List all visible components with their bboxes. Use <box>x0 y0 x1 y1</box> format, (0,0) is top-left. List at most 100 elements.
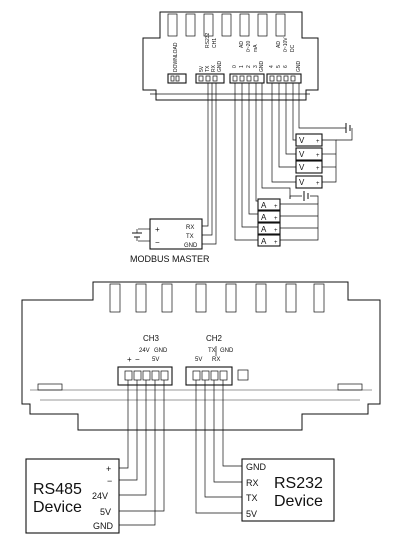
rs485-pin-gnd: GND <box>93 521 114 531</box>
ammeter-1: A + <box>257 198 281 211</box>
svg-text:V: V <box>299 178 305 187</box>
svg-text:V: V <box>299 163 305 172</box>
svg-text:TX: TX <box>208 348 216 354</box>
svg-text:+: + <box>127 355 132 364</box>
svg-text:+: + <box>316 181 320 187</box>
svg-text:A: A <box>261 225 267 234</box>
mount-tab-right <box>337 383 363 391</box>
analog-v-connector <box>266 73 302 84</box>
ammeter-2: A + <box>257 210 281 223</box>
battery-v-icon <box>345 123 351 133</box>
label-ma-3: 3 <box>253 65 259 68</box>
label-v-4: 4 <box>269 65 275 68</box>
bottom-controller: CH3 CH2 + − 24V GND 5V 5V TX GND RX <box>21 281 381 431</box>
rs232-wires <box>195 380 242 514</box>
ch3-connector <box>117 366 173 386</box>
ch3-pin-labels: + − 24V GND 5V <box>127 348 168 364</box>
download-port <box>167 73 187 84</box>
svg-text:A: A <box>261 201 267 210</box>
rs485-pin-plus: + <box>106 464 111 474</box>
voltmeter-group: V + V + V + V + <box>295 123 353 189</box>
voltmeter-3: V + <box>295 160 323 174</box>
master-wires <box>202 83 217 245</box>
label-5v: 5V <box>199 65 205 72</box>
label-0-10v: 0~10V <box>283 37 289 52</box>
master-battery-icon <box>132 229 142 241</box>
modbus-master: + − RX TX GND MODBUS MASTER <box>130 218 210 264</box>
ammeter-3: A + <box>257 222 281 235</box>
label-0-20: 0~20 <box>246 41 252 52</box>
rs232-pin-gnd: GND <box>246 462 267 472</box>
master-pin-rx: RX <box>186 225 194 231</box>
rs485-device: RS485 Device + − 24V 5V GND <box>25 458 120 534</box>
ch2-connector <box>185 366 233 386</box>
svg-text:A: A <box>261 213 267 222</box>
label-dc: DC <box>290 44 296 52</box>
analog-ma-connector <box>229 73 265 84</box>
label-ma-gnd: GND <box>259 61 265 73</box>
ch2-pin-labels: 5V TX GND RX <box>195 346 234 363</box>
svg-text:+: + <box>316 139 320 145</box>
bottom-cooling-fins <box>109 283 325 313</box>
battery-a-icon <box>303 191 309 201</box>
svg-text:GND: GND <box>154 348 168 354</box>
svg-text:+: + <box>316 166 320 172</box>
ma-wires <box>234 83 291 241</box>
label-v-gnd: GND <box>296 61 302 73</box>
label-gnd: GND <box>217 61 223 73</box>
svg-text:+: + <box>274 216 278 222</box>
label-download: DOWNLOAD <box>173 42 179 72</box>
svg-text:+: + <box>274 228 278 234</box>
master-title: MODBUS MASTER <box>130 254 210 264</box>
svg-text:GND: GND <box>220 348 234 354</box>
v-wires <box>271 83 346 183</box>
svg-text:5V: 5V <box>195 357 202 363</box>
ammeter-group: A + A + A + A + <box>257 191 319 247</box>
svg-text:−: − <box>135 355 140 364</box>
svg-text:V: V <box>299 150 305 159</box>
top-controller: DOWNLOAD 5V TX RX GND RS232 CH1 0 1 2 3 … <box>142 11 319 101</box>
mount-tab-left <box>37 383 63 391</box>
ammeter-4: A + <box>257 234 281 247</box>
rs232-ch1-connector <box>195 73 225 84</box>
top-cooling-fins <box>167 13 286 37</box>
label-v-6: 6 <box>283 65 289 68</box>
svg-text:V: V <box>299 136 305 145</box>
rs485-pin-24v: 24V <box>92 491 108 501</box>
voltmeter-1: V + <box>295 133 323 147</box>
label-ch1: CH1 <box>212 38 218 48</box>
voltmeter-2: V + <box>295 147 323 161</box>
svg-text:24V: 24V <box>139 348 150 354</box>
rs232-pin-5v: 5V <box>246 509 257 519</box>
svg-text:+: + <box>274 204 278 210</box>
label-ma-1: 1 <box>239 65 245 68</box>
label-ad-ma: AD <box>239 41 245 48</box>
label-ma: mA <box>253 44 259 52</box>
master-plus: + <box>155 225 160 234</box>
rs485-name-line2: Device <box>33 499 82 516</box>
voltmeter-4: V + <box>295 175 323 189</box>
svg-text:A: A <box>261 237 267 246</box>
svg-text:5V: 5V <box>152 357 159 363</box>
rs485-pin-minus: − <box>107 476 112 486</box>
label-rx: RX <box>211 64 217 72</box>
svg-text:+: + <box>274 240 278 246</box>
master-pin-gnd: GND <box>184 243 198 249</box>
label-rs232: RS232 <box>205 32 211 48</box>
rs232-name-line1: RS232 <box>274 475 323 492</box>
label-ma-2: 2 <box>246 65 252 68</box>
label-ma-0: 0 <box>232 65 238 68</box>
label-ad-v: AD <box>276 41 282 48</box>
rs485-pin-5v: 5V <box>100 507 111 517</box>
label-v-5: 5 <box>276 65 282 68</box>
master-minus: − <box>155 238 160 247</box>
rs232-name-line2: Device <box>274 493 323 510</box>
rs485-name-line1: RS485 <box>33 481 82 498</box>
rs232-pin-rx: RX <box>246 478 259 488</box>
svg-text:RX: RX <box>212 357 220 363</box>
top-port-labels: DOWNLOAD 5V TX RX GND RS232 CH1 0 1 2 3 … <box>173 32 302 72</box>
rs232-pin-tx: TX <box>246 493 258 503</box>
svg-text:+: + <box>316 153 320 159</box>
rs485-wires <box>119 380 165 526</box>
